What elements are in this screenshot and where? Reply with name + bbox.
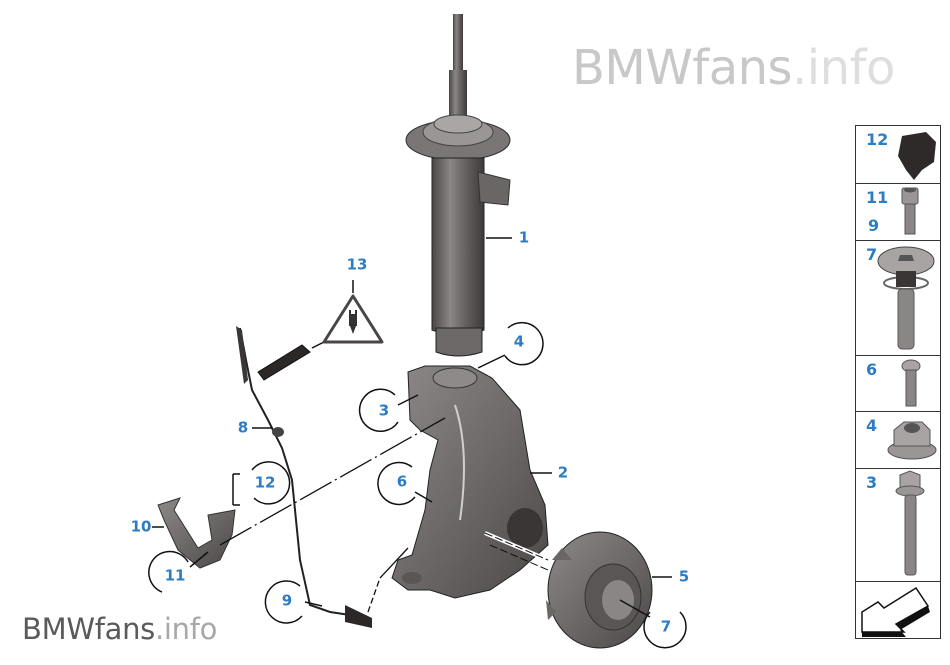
hex-socket-bolt-icon: [901, 359, 921, 407]
part-box-label: 3: [866, 473, 878, 492]
callout-9[interactable]: 9: [281, 591, 293, 610]
callout-6[interactable]: 6: [396, 472, 408, 491]
collar-bolt-icon: [877, 246, 935, 350]
strut-shock-absorber[interactable]: [405, 14, 511, 357]
watermark-brand: BMWfans: [572, 40, 793, 96]
callout-12[interactable]: 12: [254, 473, 276, 492]
watermark-bottom: BMWfans.info: [22, 612, 217, 646]
callout-2[interactable]: 2: [557, 463, 569, 482]
wheel-carrier[interactable]: [391, 365, 549, 599]
electrical-connector-warning-icon: [322, 280, 384, 344]
part-box-label: 9: [868, 216, 880, 235]
part-box-11-9[interactable]: 11 9: [855, 183, 941, 241]
callout-circle-11: [148, 550, 189, 593]
callout-5[interactable]: 5: [678, 567, 690, 586]
callout-circle-4: [504, 321, 544, 366]
callout-circle-7: [643, 611, 687, 649]
watermark-top: BMWfans.info: [572, 40, 895, 96]
callout-1[interactable]: 1: [518, 228, 530, 247]
wheel-hub[interactable]: [546, 531, 653, 649]
hex-flange-nut-icon: [887, 421, 937, 460]
arrow-down-left-icon: [861, 586, 930, 637]
part-box-6[interactable]: 6: [855, 355, 941, 412]
part-box-7[interactable]: 7: [855, 240, 941, 356]
hex-flange-bolt-icon: [895, 470, 925, 576]
watermark-ext: .info: [154, 612, 218, 646]
callout-circle-3: [358, 388, 399, 432]
watermark-brand: BMWfans: [22, 612, 155, 646]
callout-7[interactable]: 7: [660, 617, 672, 636]
part-box-label: 6: [866, 360, 878, 379]
part-box-label: 11: [866, 188, 889, 207]
part-box-label: 7: [866, 245, 878, 264]
callout-4[interactable]: 4: [513, 332, 525, 351]
callout-13[interactable]: 13: [346, 255, 368, 274]
part-box-label: 12: [866, 130, 889, 149]
callout-10[interactable]: 10: [130, 517, 152, 536]
callout-circle-9: [264, 580, 303, 624]
watermark-ext: .info: [792, 40, 895, 96]
part-box-4[interactable]: 4: [855, 411, 941, 469]
callout-3[interactable]: 3: [378, 401, 390, 420]
callout-8[interactable]: 8: [237, 418, 249, 437]
bracket[interactable]: [157, 497, 236, 569]
callout-circle-12: [251, 461, 291, 505]
part-box-12[interactable]: 12: [855, 125, 941, 184]
connector-cap-icon: [898, 132, 936, 180]
wheel-speed-sensor-cable[interactable]: [236, 326, 372, 628]
socket-head-screw-icon: [901, 187, 919, 235]
part-box-3[interactable]: 3: [855, 468, 941, 582]
callout-11[interactable]: 11: [164, 566, 186, 585]
navigation-arrow-button[interactable]: [855, 581, 941, 639]
part-box-label: 4: [866, 416, 878, 435]
callout-circle-6: [377, 461, 416, 506]
